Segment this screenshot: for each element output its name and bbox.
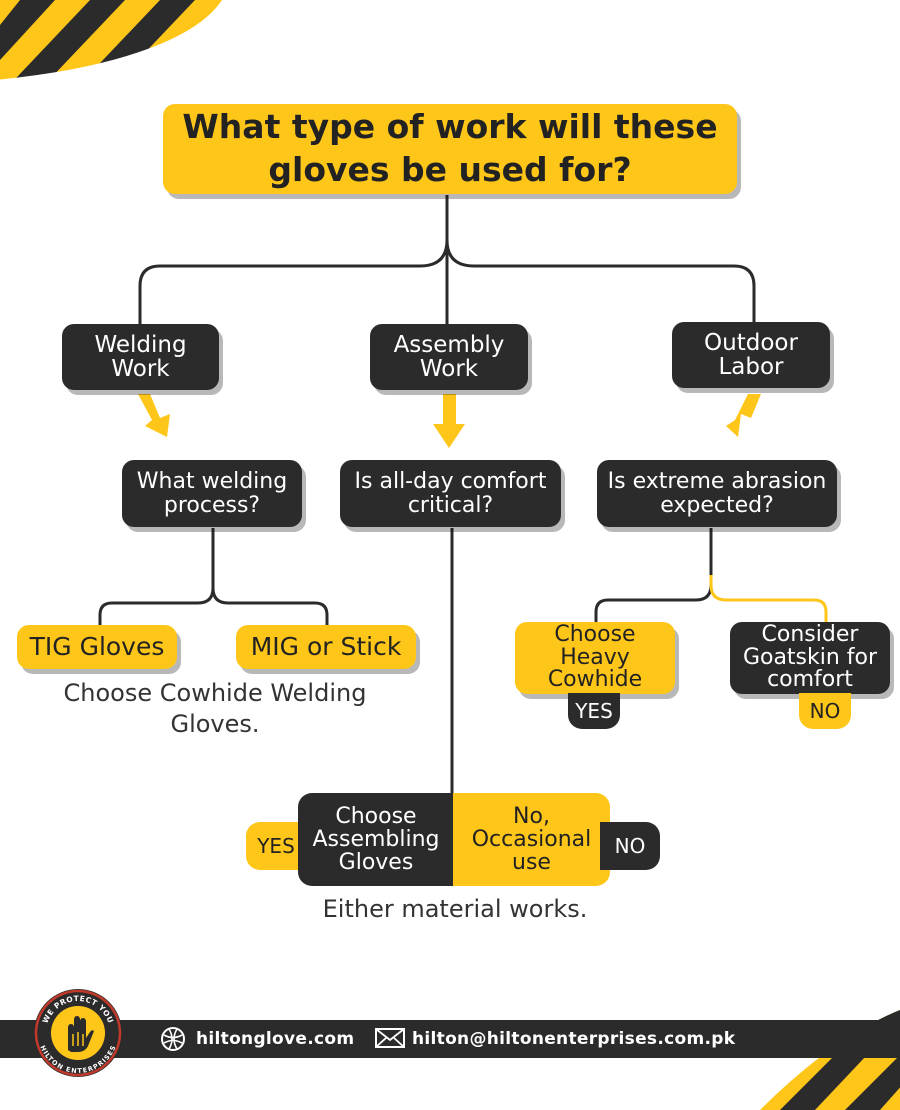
question-extreme-abrasion: Is extreme abrasion expected?	[597, 460, 837, 527]
tag-no-assembly: NO	[600, 822, 660, 870]
tag-yes-assembly: YES	[246, 822, 306, 870]
option-tig-gloves: TIG Gloves	[17, 625, 177, 669]
category-welding-work: Welding Work	[62, 324, 219, 390]
globe-icon	[161, 1027, 185, 1051]
note-cowhide-welding: Choose Cowhide Welding Gloves.	[63, 679, 367, 738]
tag-yes-outdoor: YES	[568, 693, 620, 729]
main-question-title: What type of work will these gloves be u…	[163, 104, 737, 194]
result-heavy-cowhide: Choose Heavy Cowhide	[515, 622, 675, 694]
option-mig-or-stick: MIG or Stick	[236, 625, 416, 669]
footer-website[interactable]: hiltonglove.com	[196, 1029, 355, 1049]
tag-no-outdoor: NO	[799, 693, 851, 729]
result-goatskin-comfort: Consider Goatskin for comfort	[730, 622, 890, 694]
footer-bar	[0, 1020, 900, 1058]
note-either-material: Either material works.	[322, 895, 588, 923]
footer-email[interactable]: hilton@hiltonenterprises.com.pk	[412, 1029, 736, 1049]
hilton-enterprises-logo: WE PROTECT YOU HILTON ENTERPRISES	[34, 989, 122, 1077]
mail-icon	[375, 1028, 405, 1048]
category-assembly-work: Assembly Work	[370, 324, 528, 390]
hazard-stripes-top-left	[0, 0, 228, 85]
question-welding-process: What welding process?	[122, 460, 302, 527]
category-outdoor-labor: Outdoor Labor	[672, 322, 830, 388]
question-all-day-comfort: Is all-day comfort critical?	[340, 460, 561, 527]
result-assembling-gloves: Choose Assembling Gloves	[298, 793, 454, 886]
result-occasional-use: No, Occasional use	[453, 793, 610, 886]
